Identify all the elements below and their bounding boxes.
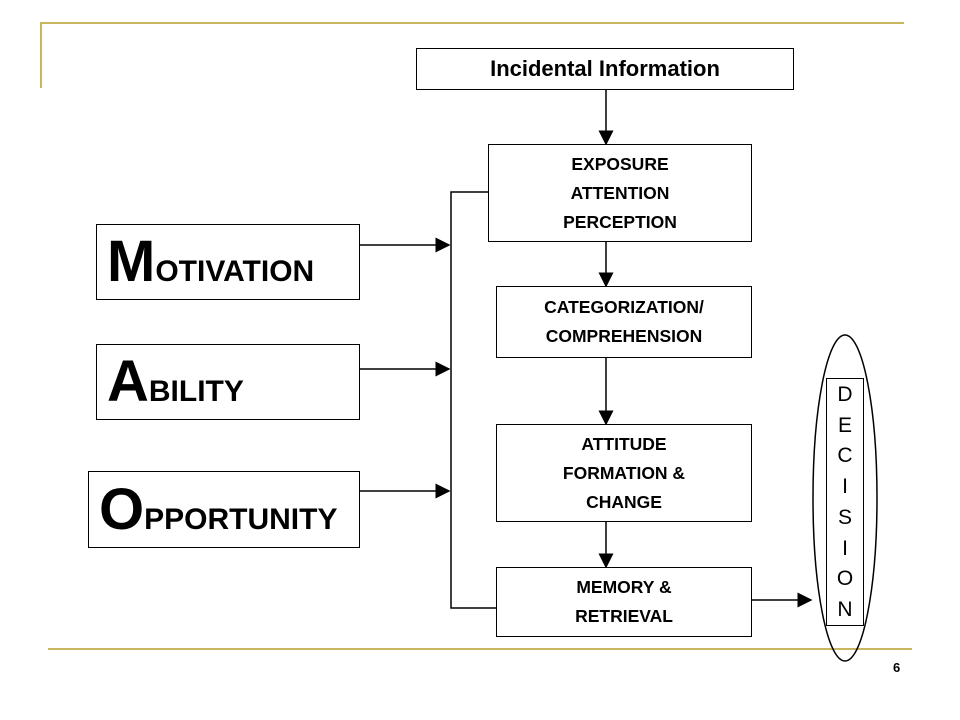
decision-letter: I xyxy=(842,475,848,499)
memory-line-2: RETRIEVAL xyxy=(575,606,673,626)
ability-box: ABILITY xyxy=(96,344,360,420)
decision-letter: N xyxy=(837,598,853,622)
exposure-line-3: PERCEPTION xyxy=(563,211,677,232)
stage-bracket xyxy=(450,191,496,609)
decision-letter: I xyxy=(842,536,848,560)
decision-letter: E xyxy=(837,413,852,437)
page-number: 6 xyxy=(893,660,901,675)
decision-ellipse xyxy=(812,334,878,662)
left-accent-line xyxy=(40,22,42,88)
incidental-information-label: Incidental Information xyxy=(490,56,720,81)
decision-letter: D xyxy=(837,382,853,406)
attitude-box: ATTITUDE FORMATION & CHANGE xyxy=(496,424,752,522)
ability-label: ABILITY xyxy=(107,353,244,411)
opportunity-label: OPPORTUNITY xyxy=(99,480,338,539)
exposure-box: EXPOSURE ATTENTION PERCEPTION xyxy=(488,144,752,242)
decision-letter: S xyxy=(837,505,852,529)
categorization-line-2: COMPREHENSION xyxy=(545,326,703,346)
opportunity-initial: O xyxy=(99,476,145,542)
opportunity-box: OPPORTUNITY xyxy=(88,471,360,548)
exposure-line-1: EXPOSURE xyxy=(571,153,669,174)
attitude-line-1: ATTITUDE xyxy=(581,433,667,454)
decision-box: D E C I S I O N xyxy=(826,378,864,626)
bottom-accent-line xyxy=(48,648,912,650)
opportunity-rest: PPORTUNITY xyxy=(144,502,338,536)
attitude-line-2: FORMATION & xyxy=(562,462,686,483)
motivation-rest: OTIVATION xyxy=(155,255,315,288)
attitude-line-3: CHANGE xyxy=(586,491,662,512)
ability-rest: BILITY xyxy=(148,375,244,408)
incidental-information-box: Incidental Information xyxy=(416,48,794,90)
top-accent-line xyxy=(40,22,904,24)
decision-letter: O xyxy=(836,567,854,591)
motivation-label: MOTIVATION xyxy=(107,233,314,291)
motivation-initial: M xyxy=(107,229,156,294)
motivation-box: MOTIVATION xyxy=(96,224,360,300)
categorization-line-1: CATEGORIZATION/ xyxy=(544,297,704,317)
memory-line-1: MEMORY & xyxy=(576,577,672,597)
categorization-box: CATEGORIZATION/ COMPREHENSION xyxy=(496,286,752,358)
memory-box: MEMORY & RETRIEVAL xyxy=(496,567,752,637)
exposure-line-2: ATTENTION xyxy=(570,182,670,203)
decision-letter: C xyxy=(837,444,853,468)
ability-initial: A xyxy=(107,349,149,414)
